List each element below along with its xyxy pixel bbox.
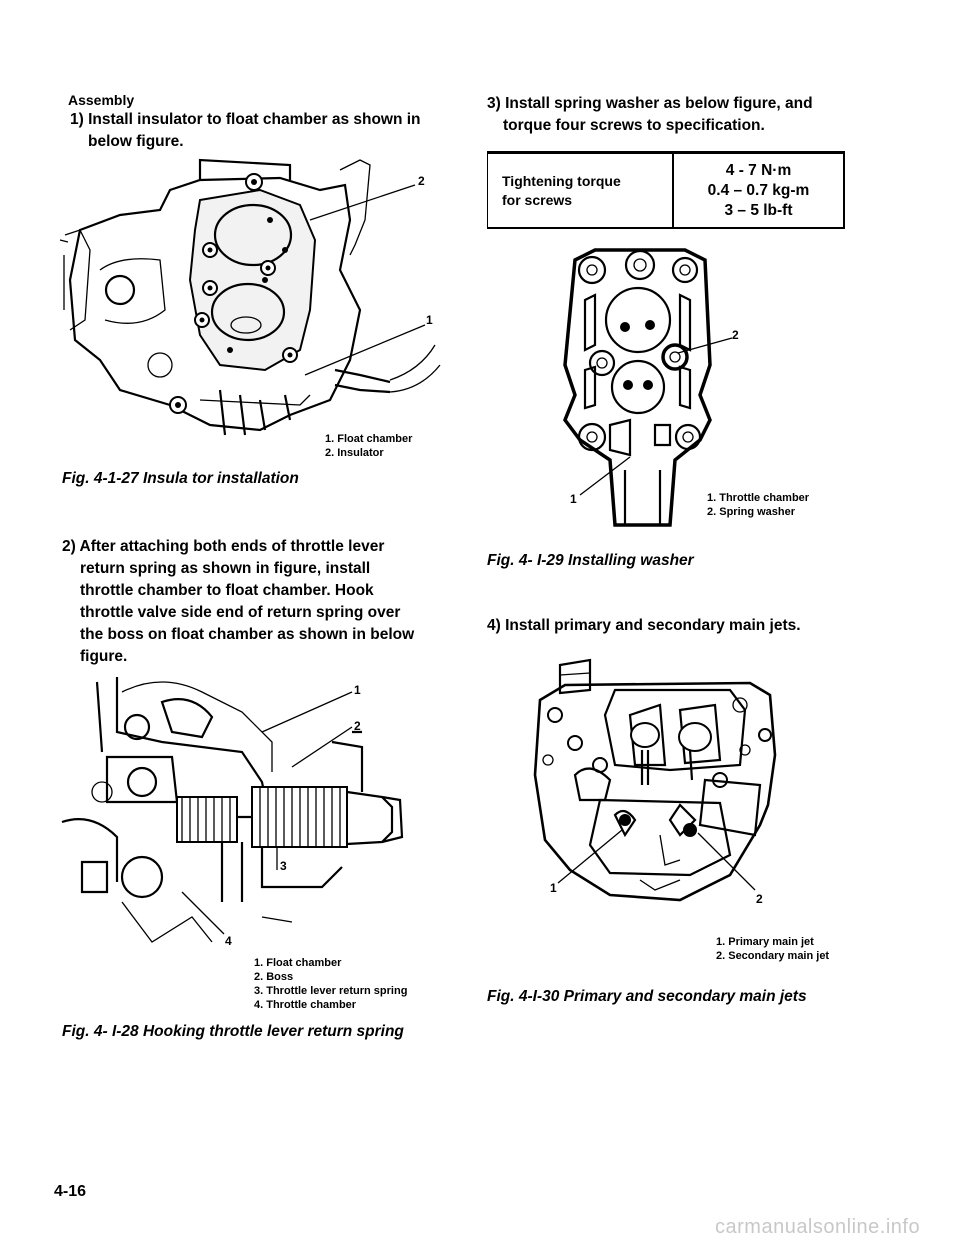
fig2-callout-3: 3 bbox=[280, 859, 287, 873]
fig4-callout-2: 2 bbox=[756, 892, 763, 906]
fig2-legend: 1. Float chamber 2. Boss 3. Throttle lev… bbox=[254, 956, 407, 1012]
fig1-caption: Fig. 4-1-27 Insula tor installation bbox=[62, 470, 299, 487]
fig2-legend-item: 2. Boss bbox=[254, 971, 294, 983]
fig3-legend: 1. Throttle chamber 2. Spring washer bbox=[707, 491, 809, 519]
fig1-callout-2: 2 bbox=[418, 174, 425, 188]
figure-insulator-installation: 2 1 bbox=[59, 158, 441, 436]
fig4-caption: Fig. 4-I-30 Primary and secondary main j… bbox=[487, 988, 807, 1005]
fig2-callout-2: 2 bbox=[354, 719, 361, 733]
fig2-callout-4: 4 bbox=[225, 934, 232, 948]
step-2-line: return spring as shown in figure, instal… bbox=[80, 560, 371, 577]
watermark: carmanualsonline.info bbox=[715, 1216, 921, 1238]
step-2-line: throttle valve side end of return spring… bbox=[80, 604, 401, 621]
fig4-callout-1: 1 bbox=[550, 881, 557, 895]
fig3-legend-item: 2. Spring washer bbox=[707, 506, 796, 518]
step-2-text: 2) After attaching both ends of throttle… bbox=[62, 536, 432, 668]
torque-label-line-2: for screws bbox=[502, 191, 573, 208]
step-1-line-2: below figure. bbox=[88, 133, 184, 150]
fig1-legend-item: 2. Insulator bbox=[325, 447, 384, 459]
figure-spring-washer: 2 1 bbox=[563, 248, 739, 527]
step-3-line-2: torque four screws to specification. bbox=[503, 117, 765, 134]
figure-main-jets: 1 2 bbox=[533, 658, 777, 906]
section-heading: Assembly bbox=[68, 92, 135, 108]
fig2-callout-1: 1 bbox=[354, 683, 361, 697]
step-2-line: figure. bbox=[80, 648, 128, 665]
fig3-legend-item: 1. Throttle chamber bbox=[707, 492, 810, 504]
torque-value-lbft: 3 – 5 lb-ft bbox=[724, 201, 793, 219]
page-number: 4-16 bbox=[54, 1183, 87, 1200]
torque-label-line-1: Tightening torque bbox=[502, 172, 621, 189]
torque-values: 4 - 7 N·m 0.4 – 0.7 kg-m 3 – 5 lb-ft bbox=[672, 152, 845, 228]
step-4-text: 4) Install primary and secondary main je… bbox=[487, 617, 801, 634]
fig2-caption: Fig. 4- I-28 Hooking throttle lever retu… bbox=[62, 1023, 404, 1040]
fig3-callout-1: 1 bbox=[570, 492, 577, 506]
fig2-legend-item: 1. Float chamber bbox=[254, 957, 342, 969]
fig2-legend-item: 3. Throttle lever return spring bbox=[254, 985, 408, 997]
torque-value-nm: 4 - 7 N·m bbox=[725, 161, 792, 179]
torque-label: Tightening torque for screws bbox=[487, 152, 674, 228]
spring-coils bbox=[176, 786, 404, 848]
step-2-line: 2) After attaching both ends of throttle… bbox=[62, 538, 385, 555]
fig3-callout-2: 2 bbox=[732, 328, 739, 342]
fig2-legend-item: 4. Throttle chamber bbox=[254, 999, 357, 1011]
step-1-line-1: 1) Install insulator to float chamber as… bbox=[70, 111, 421, 128]
fig1-legend: 1. Float chamber 2. Insulator bbox=[325, 432, 412, 460]
fig1-callout-1: 1 bbox=[426, 313, 433, 327]
fig4-legend: 1. Primary main jet 2. Secondary main je… bbox=[716, 935, 829, 963]
step-3-line-1: 3) Install spring washer as below figure… bbox=[487, 95, 813, 112]
torque-value-kgm: 0.4 – 0.7 kg-m bbox=[707, 181, 810, 199]
fig4-legend-item: 2. Secondary main jet bbox=[716, 950, 830, 962]
fig1-legend-item: 1. Float chamber bbox=[325, 433, 413, 445]
figure-return-spring: 1 2 3 4 bbox=[61, 677, 404, 948]
fig4-legend-item: 1. Primary main jet bbox=[716, 936, 814, 948]
torque-table: Tightening torque for screws 4 - 7 N·m 0… bbox=[487, 151, 845, 229]
step-3-text: 3) Install spring washer as below figure… bbox=[487, 93, 867, 137]
step-1-text: 1) Install insulator to float chamber as… bbox=[70, 109, 440, 153]
step-2-line: throttle chamber to float chamber. Hook bbox=[80, 582, 374, 599]
fig3-caption: Fig. 4- I-29 Installing washer bbox=[487, 552, 694, 569]
step-2-line: the boss on float chamber as shown in be… bbox=[80, 626, 415, 643]
